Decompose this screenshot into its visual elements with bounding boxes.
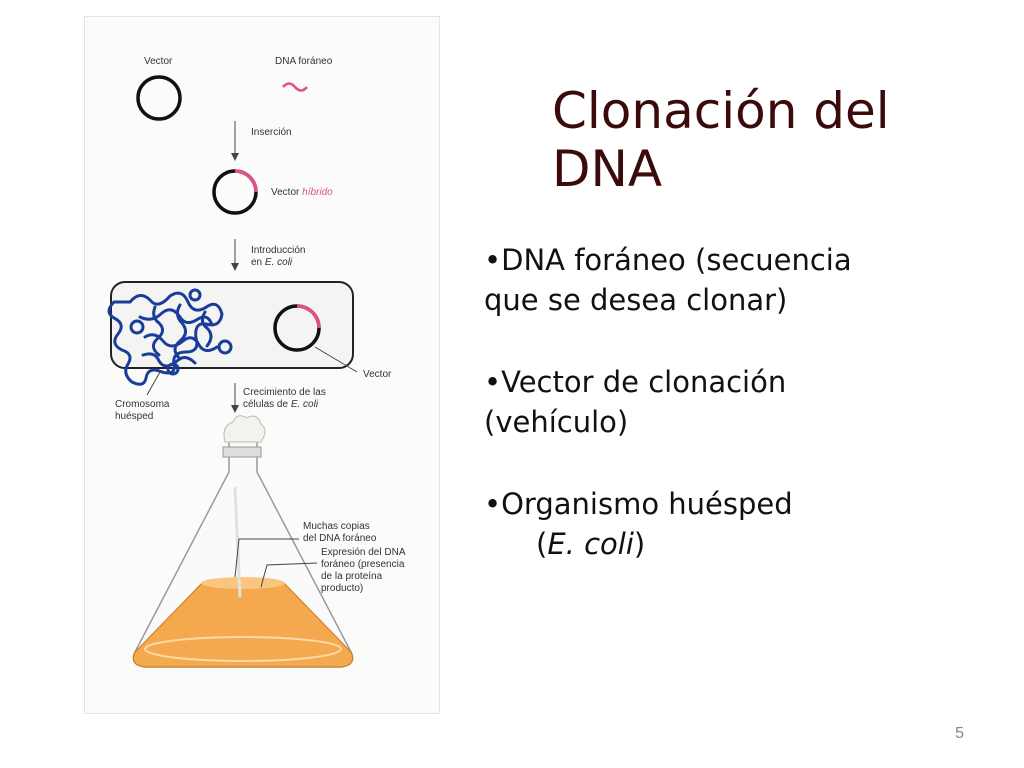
culture-medium bbox=[132, 581, 354, 668]
bullet-text: (E. coli) bbox=[536, 527, 646, 561]
organism-name: E. coli bbox=[547, 527, 634, 561]
bullet-marker: • bbox=[484, 365, 502, 399]
vector-plasmid bbox=[136, 75, 182, 121]
bullet-text: Organismo huésped bbox=[501, 487, 793, 521]
hybrid-vector-label: Vector híbrido bbox=[271, 187, 333, 198]
culture-flask bbox=[132, 415, 354, 668]
bullet-text: (vehículo) bbox=[484, 405, 629, 439]
host-chromosome bbox=[107, 288, 233, 386]
bullet-text: Vector de clonación bbox=[501, 365, 787, 399]
bullet-text: que se desea clonar) bbox=[484, 283, 788, 317]
bullet-cloning-vector: •Vector de clonación (vehículo) bbox=[484, 362, 786, 442]
cloning-diagram bbox=[107, 75, 358, 668]
vector-callout-label: Vector bbox=[363, 369, 392, 380]
bullet-foreign-dna: •DNA foráneo (secuencia que se desea clo… bbox=[484, 240, 852, 320]
cloning-diagram-panel: Vector DNA foráneo Inserción Vector híbr… bbox=[84, 16, 440, 714]
foreign-dna-label: DNA foráneo bbox=[275, 56, 333, 67]
bullet-marker: • bbox=[484, 487, 502, 521]
page-number: 5 bbox=[955, 725, 964, 742]
slide-title: Clonación del DNA bbox=[552, 82, 952, 198]
slide-title-line-1: Clonación del bbox=[552, 82, 890, 140]
vector-label: Vector bbox=[144, 56, 173, 67]
insertion-label: Inserción bbox=[251, 127, 292, 138]
bullet-text: DNA foráneo (secuencia bbox=[501, 243, 852, 277]
bullet-marker: • bbox=[484, 243, 502, 277]
slide-title-line-2: DNA bbox=[552, 140, 663, 198]
foreign-dna-fragment bbox=[282, 82, 308, 92]
bullet-host-organism: •Organismo huésped (E. coli) bbox=[484, 484, 793, 564]
